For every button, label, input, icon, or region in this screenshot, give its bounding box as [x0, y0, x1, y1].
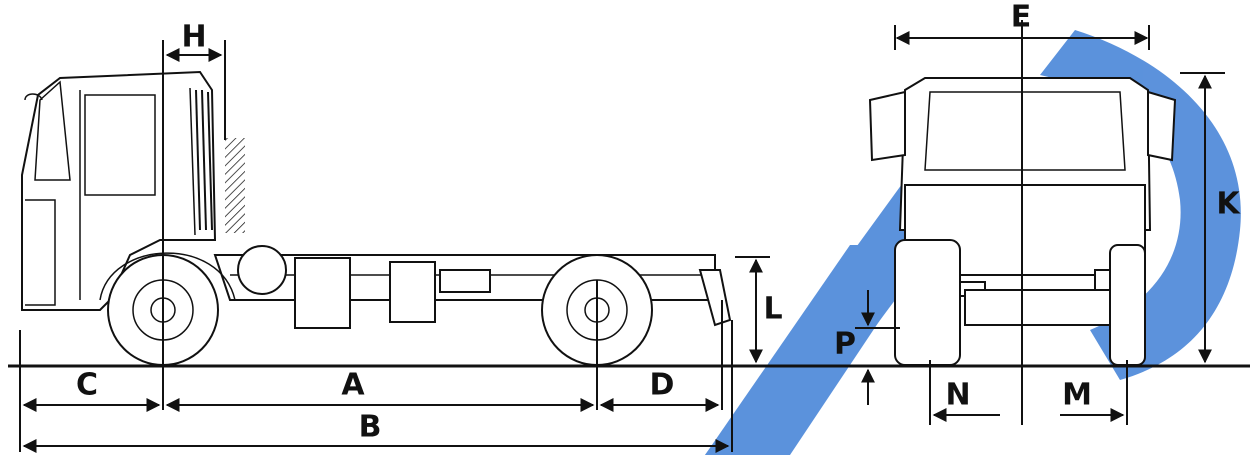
dim-label-e: E [1011, 0, 1032, 35]
cab-grille [25, 199, 56, 306]
dim-label-p: P [834, 327, 856, 362]
dim-label-n: N [945, 378, 970, 413]
truck-front-view [868, 77, 1177, 366]
dimension-labels: H C A D B L E K P N M [76, 0, 1241, 445]
front-windshield [924, 91, 1126, 171]
truck-side-view [21, 70, 732, 366]
front-mirror-right [1147, 90, 1177, 162]
watermark-arc-right [1040, 30, 1241, 380]
front-wheel-arch [99, 252, 236, 301]
front-mirror-left [868, 90, 906, 162]
dimension-lines [19, 20, 1225, 453]
cab-mirror [24, 93, 43, 101]
cab-rear-stripes [195, 89, 213, 231]
cab-door-line-rear [189, 87, 196, 236]
dim-label-d: D [650, 368, 675, 403]
dim-label-m: M [1062, 378, 1092, 413]
dim-label-a: A [341, 368, 365, 403]
air-filter [237, 245, 287, 295]
cab-rear-hatching [225, 138, 245, 233]
dim-label-h: H [181, 20, 206, 55]
dim-label-b: B [359, 410, 382, 445]
cab-windshield [34, 80, 71, 181]
watermark-stripe-bottom [705, 245, 930, 455]
dim-label-k: K [1216, 187, 1241, 222]
battery-box [389, 261, 436, 323]
front-tire-left [894, 239, 961, 366]
fuel-tank [294, 257, 351, 329]
dim-label-l: L [763, 292, 782, 327]
dim-label-c: C [76, 368, 98, 403]
front-undercarriage [964, 289, 1111, 326]
air-tank [439, 269, 491, 293]
front-tire-right [1109, 244, 1146, 366]
cab-door-window [84, 94, 156, 196]
